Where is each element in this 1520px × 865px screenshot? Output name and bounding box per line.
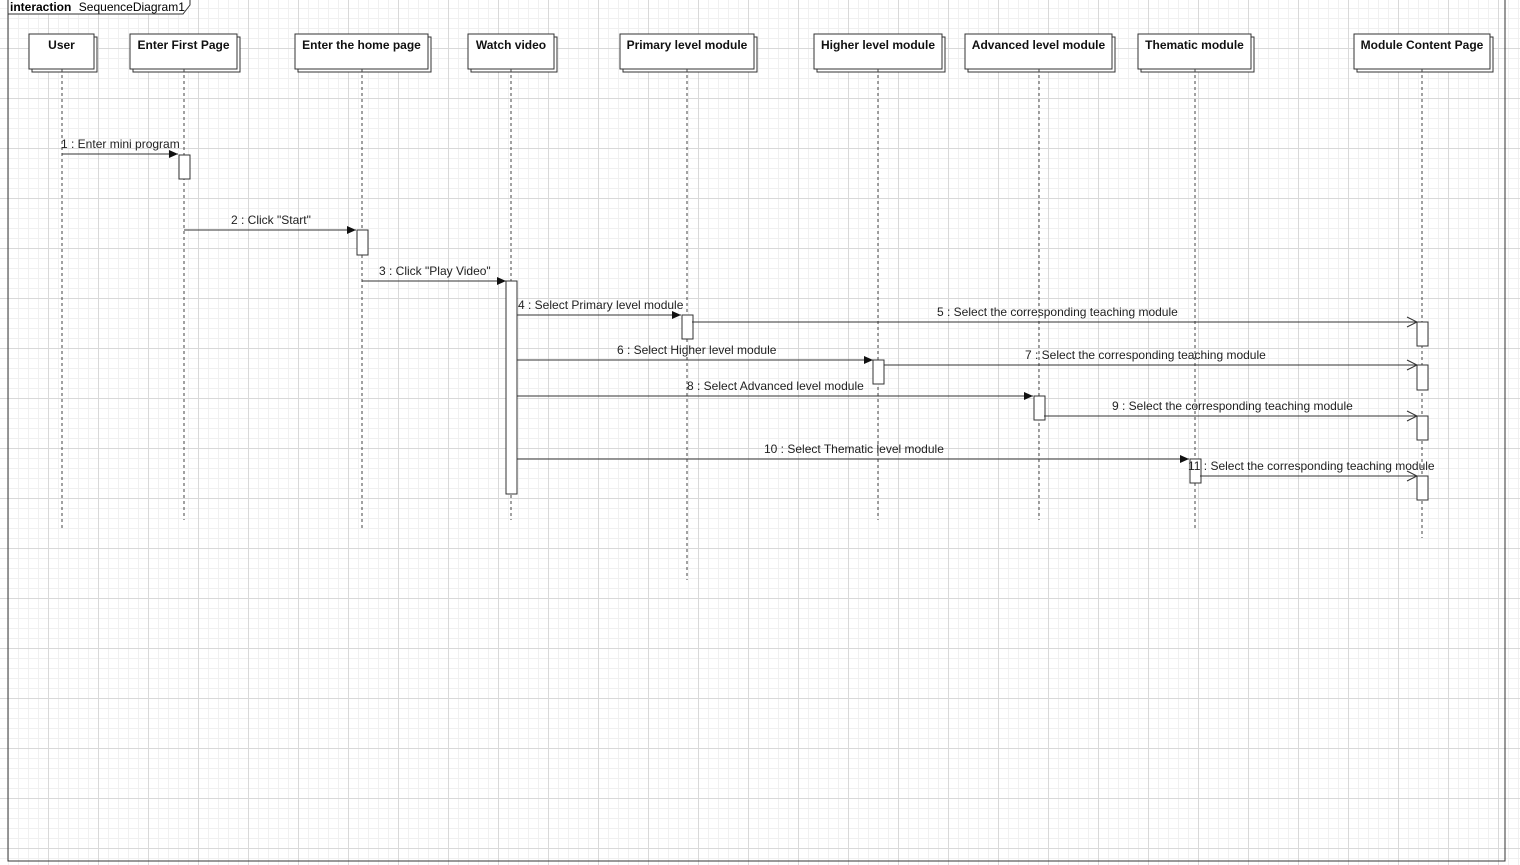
activation-bar (505, 280, 518, 495)
lifeline-box[interactable] (1137, 33, 1252, 70)
message-8[interactable]: 8 : Select Advanced level module (517, 379, 1033, 400)
frame-keyword: interaction (10, 0, 71, 14)
message-9[interactable]: 9 : Select the corresponding teaching mo… (1044, 399, 1419, 422)
message-arrowhead (864, 356, 873, 364)
lifeline-content[interactable]: Module Content Page (1353, 33, 1494, 538)
message-6[interactable]: 6 : Select Higher level module (517, 343, 873, 364)
activation-bar (178, 154, 191, 180)
lifeline-home[interactable]: Enter the home page (294, 33, 432, 530)
activation-bar (1416, 364, 1429, 391)
activation-bar (681, 314, 694, 340)
lifeline-label: Advanced level module (972, 38, 1106, 52)
message-arrowhead (1406, 359, 1419, 371)
activation-bar (1033, 395, 1046, 421)
lifeline-label: Thematic module (1145, 38, 1244, 52)
message-label: 2 : Click "Start" (231, 213, 311, 227)
lifeline-watch[interactable]: Watch video (467, 33, 558, 520)
activation-bar (1416, 415, 1429, 441)
lifeline-label: Higher level module (821, 38, 935, 52)
activation-bar (356, 229, 369, 256)
message-2[interactable]: 2 : Click "Start" (184, 213, 356, 234)
message-arrowhead (1406, 410, 1419, 422)
lifelines: User Enter First Page Enter the home page W… (28, 33, 1494, 580)
activation-bar (1416, 321, 1429, 347)
message-arrowhead (1406, 316, 1419, 328)
messages: 1 : Enter mini program 2 : Click "Start" 3… (61, 137, 1435, 482)
message-arrowhead (1406, 470, 1419, 482)
lifeline-label: Enter the home page (302, 38, 421, 52)
message-10[interactable]: 10 : Select Thematic level module (517, 442, 1189, 463)
message-arrowhead (347, 226, 356, 234)
message-5[interactable]: 5 : Select the corresponding teaching mo… (692, 305, 1419, 328)
activation-bar (1416, 475, 1429, 501)
message-7[interactable]: 7 : Select the corresponding teaching mo… (884, 348, 1419, 371)
lifeline-primary[interactable]: Primary level module (619, 33, 758, 580)
lifeline-higher[interactable]: Higher level module (813, 33, 946, 520)
message-arrowhead (672, 311, 681, 319)
message-label: 4 : Select Primary level module (518, 298, 684, 312)
lifeline-box[interactable] (964, 33, 1113, 70)
lifeline-label: Module Content Page (1361, 38, 1484, 52)
lifeline-box[interactable] (28, 33, 95, 70)
message-label: 3 : Click "Play Video" (379, 264, 491, 278)
message-label: 11 : Select the corresponding teaching m… (1188, 459, 1435, 473)
message-label: 6 : Select Higher level module (617, 343, 777, 357)
activations (178, 154, 1429, 501)
message-11[interactable]: 11 : Select the corresponding teaching m… (1188, 459, 1435, 482)
frame-title: interaction SequenceDiagram1 (10, 0, 185, 15)
message-label: 8 : Select Advanced level module (687, 379, 864, 393)
message-4[interactable]: 4 : Select Primary level module (517, 298, 684, 319)
lifeline-first[interactable]: Enter First Page (129, 33, 241, 520)
lifeline-advanced[interactable]: Advanced level module (964, 33, 1116, 520)
lifeline-box[interactable] (813, 33, 943, 70)
lifeline-label: Primary level module (627, 38, 748, 52)
frame-name: SequenceDiagram1 (79, 0, 185, 14)
message-label: 1 : Enter mini program (61, 137, 180, 151)
lifeline-box[interactable] (619, 33, 755, 70)
frame-tab (7, 0, 191, 15)
lifeline-box[interactable] (467, 33, 555, 70)
lifeline-label: Watch video (476, 38, 546, 52)
activation-bar (872, 359, 885, 385)
message-label: 9 : Select the corresponding teaching mo… (1112, 399, 1353, 413)
message-arrowhead (1024, 392, 1033, 400)
lifeline-label: Enter First Page (137, 38, 229, 52)
lifeline-label: User (48, 38, 75, 52)
message-label: 7 : Select the corresponding teaching mo… (1025, 348, 1266, 362)
message-3[interactable]: 3 : Click "Play Video" (362, 264, 506, 285)
message-arrowhead (497, 277, 506, 285)
message-label: 10 : Select Thematic level module (764, 442, 944, 456)
message-label: 5 : Select the corresponding teaching mo… (937, 305, 1178, 319)
interaction-frame (7, 0, 1506, 862)
message-arrowhead (1180, 455, 1189, 463)
lifeline-thematic[interactable]: Thematic module (1137, 33, 1255, 530)
message-1[interactable]: 1 : Enter mini program (61, 137, 180, 158)
message-arrowhead (169, 150, 178, 158)
lifeline-user[interactable]: User (28, 33, 98, 530)
activation-bar (1189, 458, 1202, 484)
